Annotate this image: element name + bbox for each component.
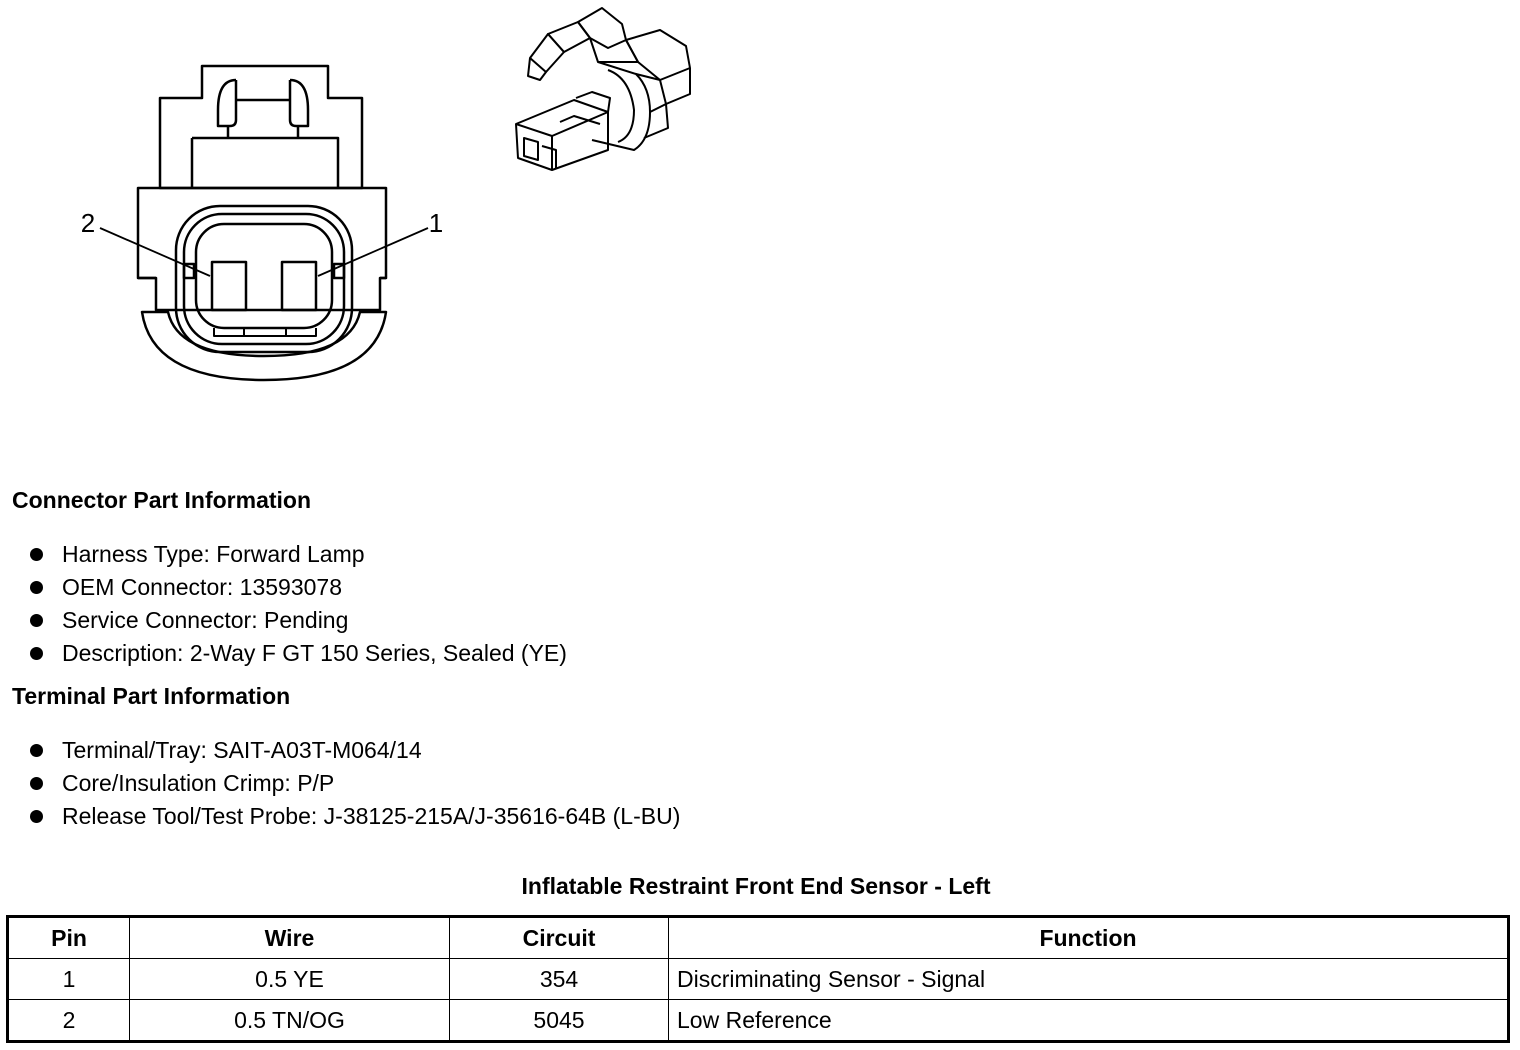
bullet-icon xyxy=(30,614,43,627)
list-item: Release Tool/Test Probe: J-38125-215A/J-… xyxy=(28,800,680,833)
column-header-wire: Wire xyxy=(129,916,450,959)
bullet-icon xyxy=(30,744,43,757)
table-header-row: Pin Wire Circuit Function xyxy=(7,916,1509,959)
bullet-icon xyxy=(30,810,43,823)
bullet-icon xyxy=(30,647,43,660)
cell-circuit: 5045 xyxy=(449,999,669,1042)
column-header-pin: Pin xyxy=(7,916,130,959)
column-header-circuit: Circuit xyxy=(449,916,669,959)
pin-label-1: 1 xyxy=(429,208,443,238)
list-item: Core/Insulation Crimp: P/P xyxy=(28,767,680,800)
cell-circuit: 354 xyxy=(449,958,669,1000)
cell-wire: 0.5 TN/OG xyxy=(129,999,450,1042)
list-item: OEM Connector: 13593078 xyxy=(28,571,567,604)
terminal-part-info-heading: Terminal Part Information xyxy=(12,683,291,709)
list-item: Terminal/Tray: SAIT-A03T-M064/14 xyxy=(28,734,680,767)
cell-function: Discriminating Sensor - Signal xyxy=(668,958,1509,1000)
column-header-function: Function xyxy=(668,916,1509,959)
cell-pin: 2 xyxy=(7,999,130,1042)
pinout-table: Pin Wire Circuit Function 1 0.5 YE 354 D… xyxy=(6,915,1510,1043)
cell-pin: 1 xyxy=(7,958,130,1000)
table-row: 1 0.5 YE 354 Discriminating Sensor - Sig… xyxy=(7,958,1509,1000)
connector-isometric-illustration xyxy=(515,7,691,171)
bullet-icon xyxy=(30,548,43,561)
connector-face-diagram: 2 1 xyxy=(81,64,443,382)
terminal-part-info-list: Terminal/Tray: SAIT-A03T-M064/14 Core/In… xyxy=(28,734,680,833)
connector-part-info-list: Harness Type: Forward Lamp OEM Connector… xyxy=(28,538,567,670)
connector-part-info-heading: Connector Part Information xyxy=(12,487,312,513)
table-title: Inflatable Restraint Front End Sensor - … xyxy=(521,873,991,899)
list-item: Description: 2-Way F GT 150 Series, Seal… xyxy=(28,637,567,670)
cell-wire: 0.5 YE xyxy=(129,958,450,1000)
pin-label-2: 2 xyxy=(81,208,95,238)
table-row: 2 0.5 TN/OG 5045 Low Reference xyxy=(7,999,1509,1042)
list-item: Service Connector: Pending xyxy=(28,604,567,637)
cell-function: Low Reference xyxy=(668,999,1509,1042)
bullet-icon xyxy=(30,581,43,594)
list-item: Harness Type: Forward Lamp xyxy=(28,538,567,571)
bullet-icon xyxy=(30,777,43,790)
